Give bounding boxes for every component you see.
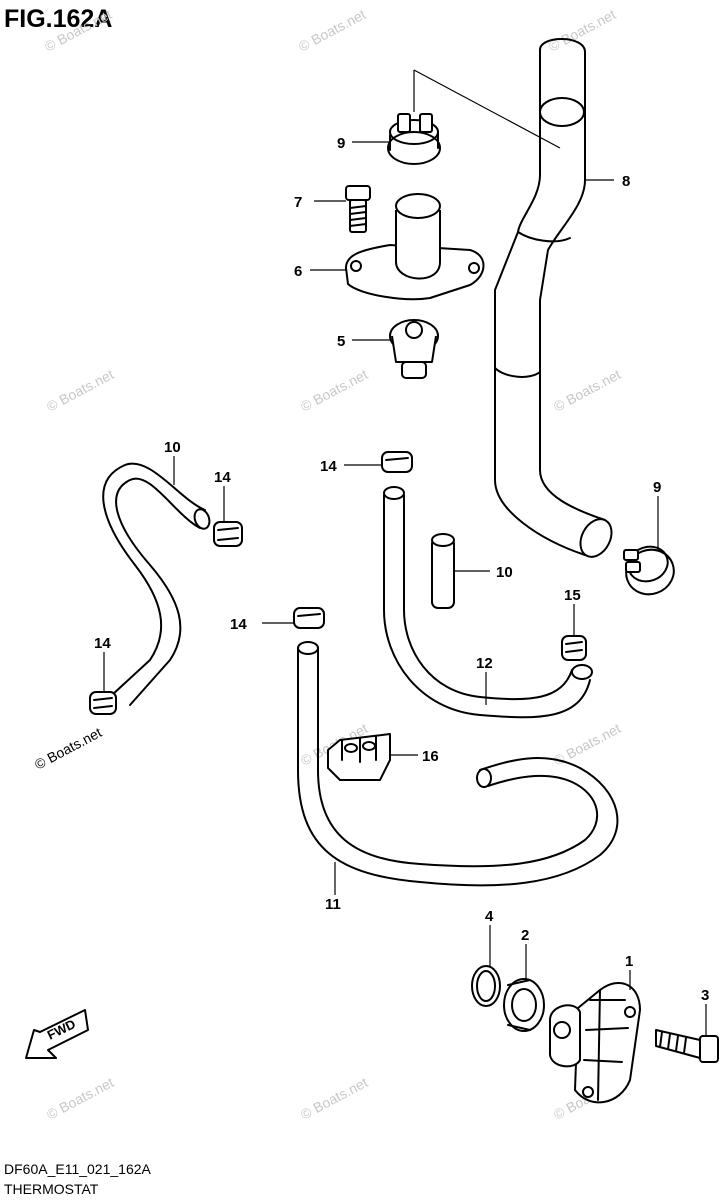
callout-11: 10 (164, 439, 181, 456)
callout-2: 2 (521, 927, 529, 944)
thermostat-5 (389, 319, 439, 379)
hose-13 (383, 486, 593, 719)
callout-14-c: 14 (320, 458, 337, 475)
callout-1: 1 (625, 953, 633, 970)
callout-15: 15 (564, 587, 581, 604)
clamp-14-b (89, 691, 117, 715)
callout-labels: 8 9 7 6 5 10 14 14 9 10 15 14 14 12 16 1… (94, 135, 709, 1004)
callout-13: 12 (476, 655, 493, 672)
watermark-dark: © Boats.net (32, 724, 104, 773)
clamp-15 (561, 635, 587, 661)
watermark: © Boats.net (44, 1074, 116, 1123)
callout-6: 6 (294, 263, 302, 280)
hose-8-bottom-opening (579, 518, 613, 558)
figure-title: FIG.162A (4, 5, 112, 33)
callout-7: 7 (294, 194, 302, 211)
bolt-7 (345, 185, 371, 233)
hose-11 (102, 462, 211, 706)
bolt-3 (655, 1029, 719, 1063)
clamp-9-right (623, 545, 675, 596)
callout-16: 16 (422, 748, 439, 765)
watermark: © Boats.net (546, 6, 618, 55)
hose-8 (494, 38, 613, 558)
callout-10: 10 (496, 564, 513, 581)
clamp-9-top (387, 113, 441, 165)
watermark: © Boats.net (296, 6, 368, 55)
callout-12: 11 (325, 896, 341, 913)
fwd-arrow-icon: FWD (25, 1009, 89, 1059)
callout-4: 4 (485, 908, 494, 925)
callout-5: 5 (337, 333, 345, 350)
callout-3: 3 (701, 987, 709, 1004)
hose-8-top-opening (539, 97, 585, 127)
watermark-group: © Boats.net © Boats.net © Boats.net © Bo… (32, 6, 623, 1123)
watermark: © Boats.net (298, 1074, 370, 1123)
callout-14-d: 14 (230, 616, 247, 633)
seal-2 (503, 978, 545, 1032)
housing-1 (549, 981, 641, 1104)
o-ring-4 (471, 965, 501, 1007)
callout-8: 8 (622, 173, 630, 190)
clamp-14-d (293, 607, 325, 629)
clamp-14-c (381, 451, 413, 473)
hose-10 (431, 533, 455, 609)
callout-14-b: 14 (94, 635, 111, 652)
callout-9-top: 9 (337, 135, 345, 152)
watermark: © Boats.net (298, 366, 370, 415)
watermark: © Boats.net (44, 366, 116, 415)
guide-line (413, 69, 561, 149)
leader-lines (103, 141, 707, 1036)
callout-9-right: 9 (653, 479, 661, 496)
hose-holder-16 (327, 733, 391, 781)
figure-code: DF60A_E11_021_162A (4, 1161, 152, 1177)
thermostat-cover-6 (345, 193, 485, 301)
watermark: © Boats.net (551, 366, 623, 415)
hose-12 (297, 641, 619, 887)
callout-14-a: 14 (214, 469, 231, 486)
figure-name: THERMOSTAT (4, 1181, 99, 1197)
clamp-14-a (213, 521, 243, 547)
